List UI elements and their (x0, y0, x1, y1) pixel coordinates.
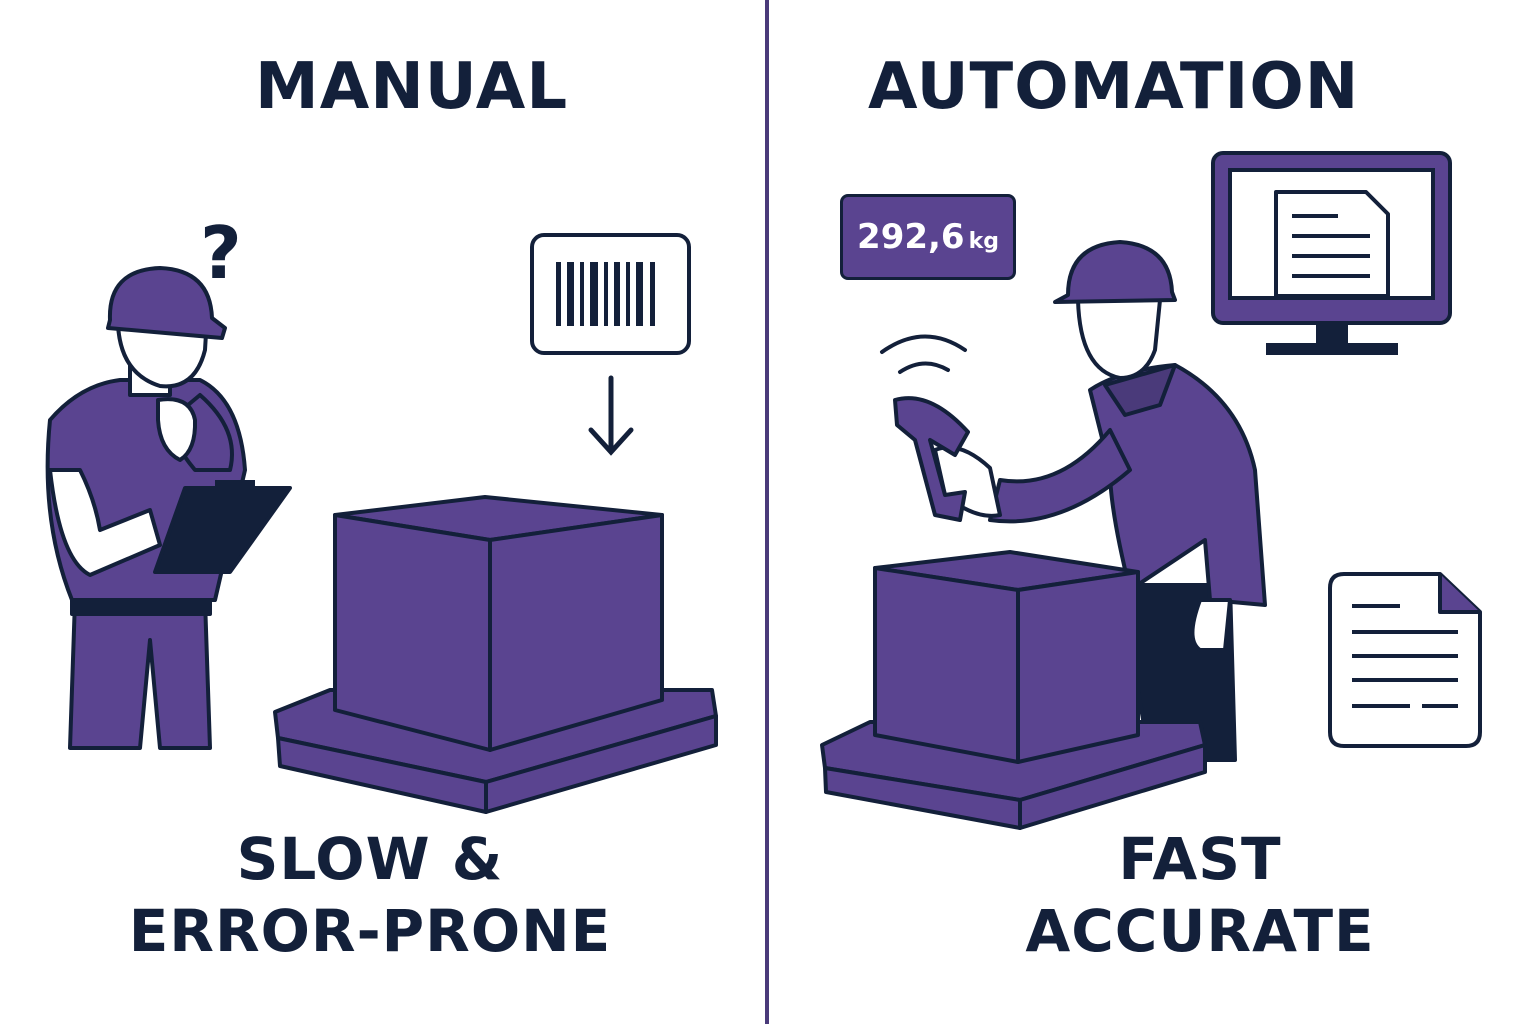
manual-heading: MANUAL (255, 50, 569, 124)
automation-caption: FAST ACCURATE (960, 823, 1440, 967)
weight-value: 292,6 (857, 217, 965, 257)
hard-hat-icon (1053, 240, 1177, 304)
manual-caption-line2: ERROR-PRONE (128, 897, 612, 965)
document-icon (1274, 190, 1390, 298)
hard-hat-icon (106, 266, 227, 340)
document-icon (1328, 572, 1482, 748)
barcode-icon (530, 233, 691, 355)
automation-heading: AUTOMATION (868, 50, 1360, 124)
manual-caption-line1: SLOW & (236, 825, 504, 893)
panel-divider (765, 0, 769, 1024)
automation-caption-line2: ACCURATE (1025, 897, 1375, 965)
question-mark-icon: ? (200, 211, 242, 295)
worker-automation (933, 240, 1267, 762)
box-icon (333, 495, 664, 752)
box-icon (873, 550, 1140, 764)
arrow-down-icon (588, 375, 634, 456)
wireless-signal-icon (880, 334, 967, 374)
manual-caption: SLOW & ERROR-PRONE (70, 823, 670, 967)
weight-unit: kg (968, 228, 999, 254)
weight-readout: 292,6 kg (840, 194, 1016, 280)
barcode-scanner-icon (893, 396, 970, 522)
automation-caption-line1: FAST (1118, 825, 1282, 893)
